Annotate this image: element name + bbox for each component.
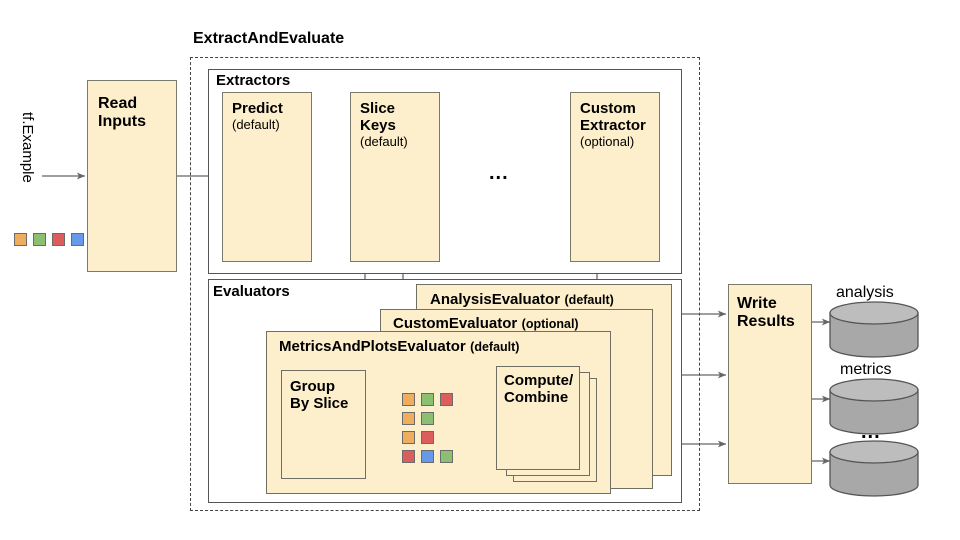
compute-combine-line1: Compute/ (504, 372, 574, 389)
evaluators-panel-label: Evaluators (213, 283, 290, 300)
compute-combine-line2: Combine (504, 388, 569, 406)
slice-chip (421, 450, 434, 463)
extractor-box-predict[interactable]: Predict (default) (222, 92, 312, 262)
slice-chip-matrix (402, 393, 464, 465)
input-chip (52, 233, 65, 246)
extractors-panel-label: Extractors (216, 72, 291, 89)
predict-title: Predict (232, 100, 283, 117)
metrics-evaluator-tag: (default) (470, 340, 520, 354)
read-inputs-line1: Read (98, 95, 138, 112)
slice-keys-subtitle: (default) (360, 133, 408, 149)
output-label-metrics: metrics (840, 361, 892, 378)
analysis-evaluator-name: AnalysisEvaluator (430, 291, 561, 308)
group-by-slice-line1: Group (290, 378, 335, 395)
extractor-box-slice-keys[interactable]: Slice Keys (default) (350, 92, 440, 262)
slice-chip (402, 431, 415, 444)
write-results-line2: Results (737, 312, 795, 330)
output-label-more: ... (861, 421, 881, 443)
custom-extractor-title-line2: Extractor (580, 116, 646, 134)
input-chip (33, 233, 46, 246)
slice-chip (402, 393, 415, 406)
extractor-box-custom[interactable]: Custom Extractor (optional) (570, 92, 660, 262)
compute-combine-box[interactable]: Compute/ Combine (496, 366, 580, 470)
input-label: tf.Example (19, 112, 36, 183)
custom-evaluator-name: CustomEvaluator (393, 315, 518, 332)
slice-chip (421, 393, 434, 406)
slice-chip (402, 412, 415, 425)
custom-extractor-title-line1: Custom (580, 100, 636, 117)
input-chip (14, 233, 27, 246)
database-cylinder-icon-more (829, 440, 919, 497)
slice-keys-title-line2: Keys (360, 116, 396, 134)
custom-evaluator-tag: (optional) (521, 317, 579, 331)
input-chip (71, 233, 84, 246)
input-chip-row (14, 233, 86, 247)
slice-keys-title-line1: Slice (360, 100, 396, 117)
output-label-analysis: analysis (836, 284, 894, 301)
database-cylinder-icon-analysis (829, 301, 919, 358)
slice-chip (421, 431, 434, 444)
extract-and-evaluate-group (190, 57, 700, 511)
read-inputs-box[interactable]: Read Inputs (87, 80, 177, 272)
predict-subtitle: (default) (232, 116, 280, 132)
extract-and-evaluate-title: ExtractAndEvaluate (193, 30, 345, 47)
slice-chip (421, 412, 434, 425)
extractors-ellipsis: ... (489, 162, 509, 184)
group-by-slice-line2: By Slice (290, 394, 349, 412)
metrics-evaluator-name: MetricsAndPlotsEvaluator (279, 338, 466, 355)
slice-chip (402, 450, 415, 463)
group-by-slice-box[interactable]: Group By Slice (281, 370, 366, 479)
write-results-box[interactable]: Write Results (728, 284, 812, 484)
slice-chip (440, 450, 453, 463)
custom-extractor-subtitle: (optional) (580, 133, 635, 149)
analysis-evaluator-tag: (default) (564, 293, 614, 307)
slice-chip (440, 393, 453, 406)
write-results-line1: Write (737, 295, 777, 312)
read-inputs-line2: Inputs (98, 112, 146, 130)
